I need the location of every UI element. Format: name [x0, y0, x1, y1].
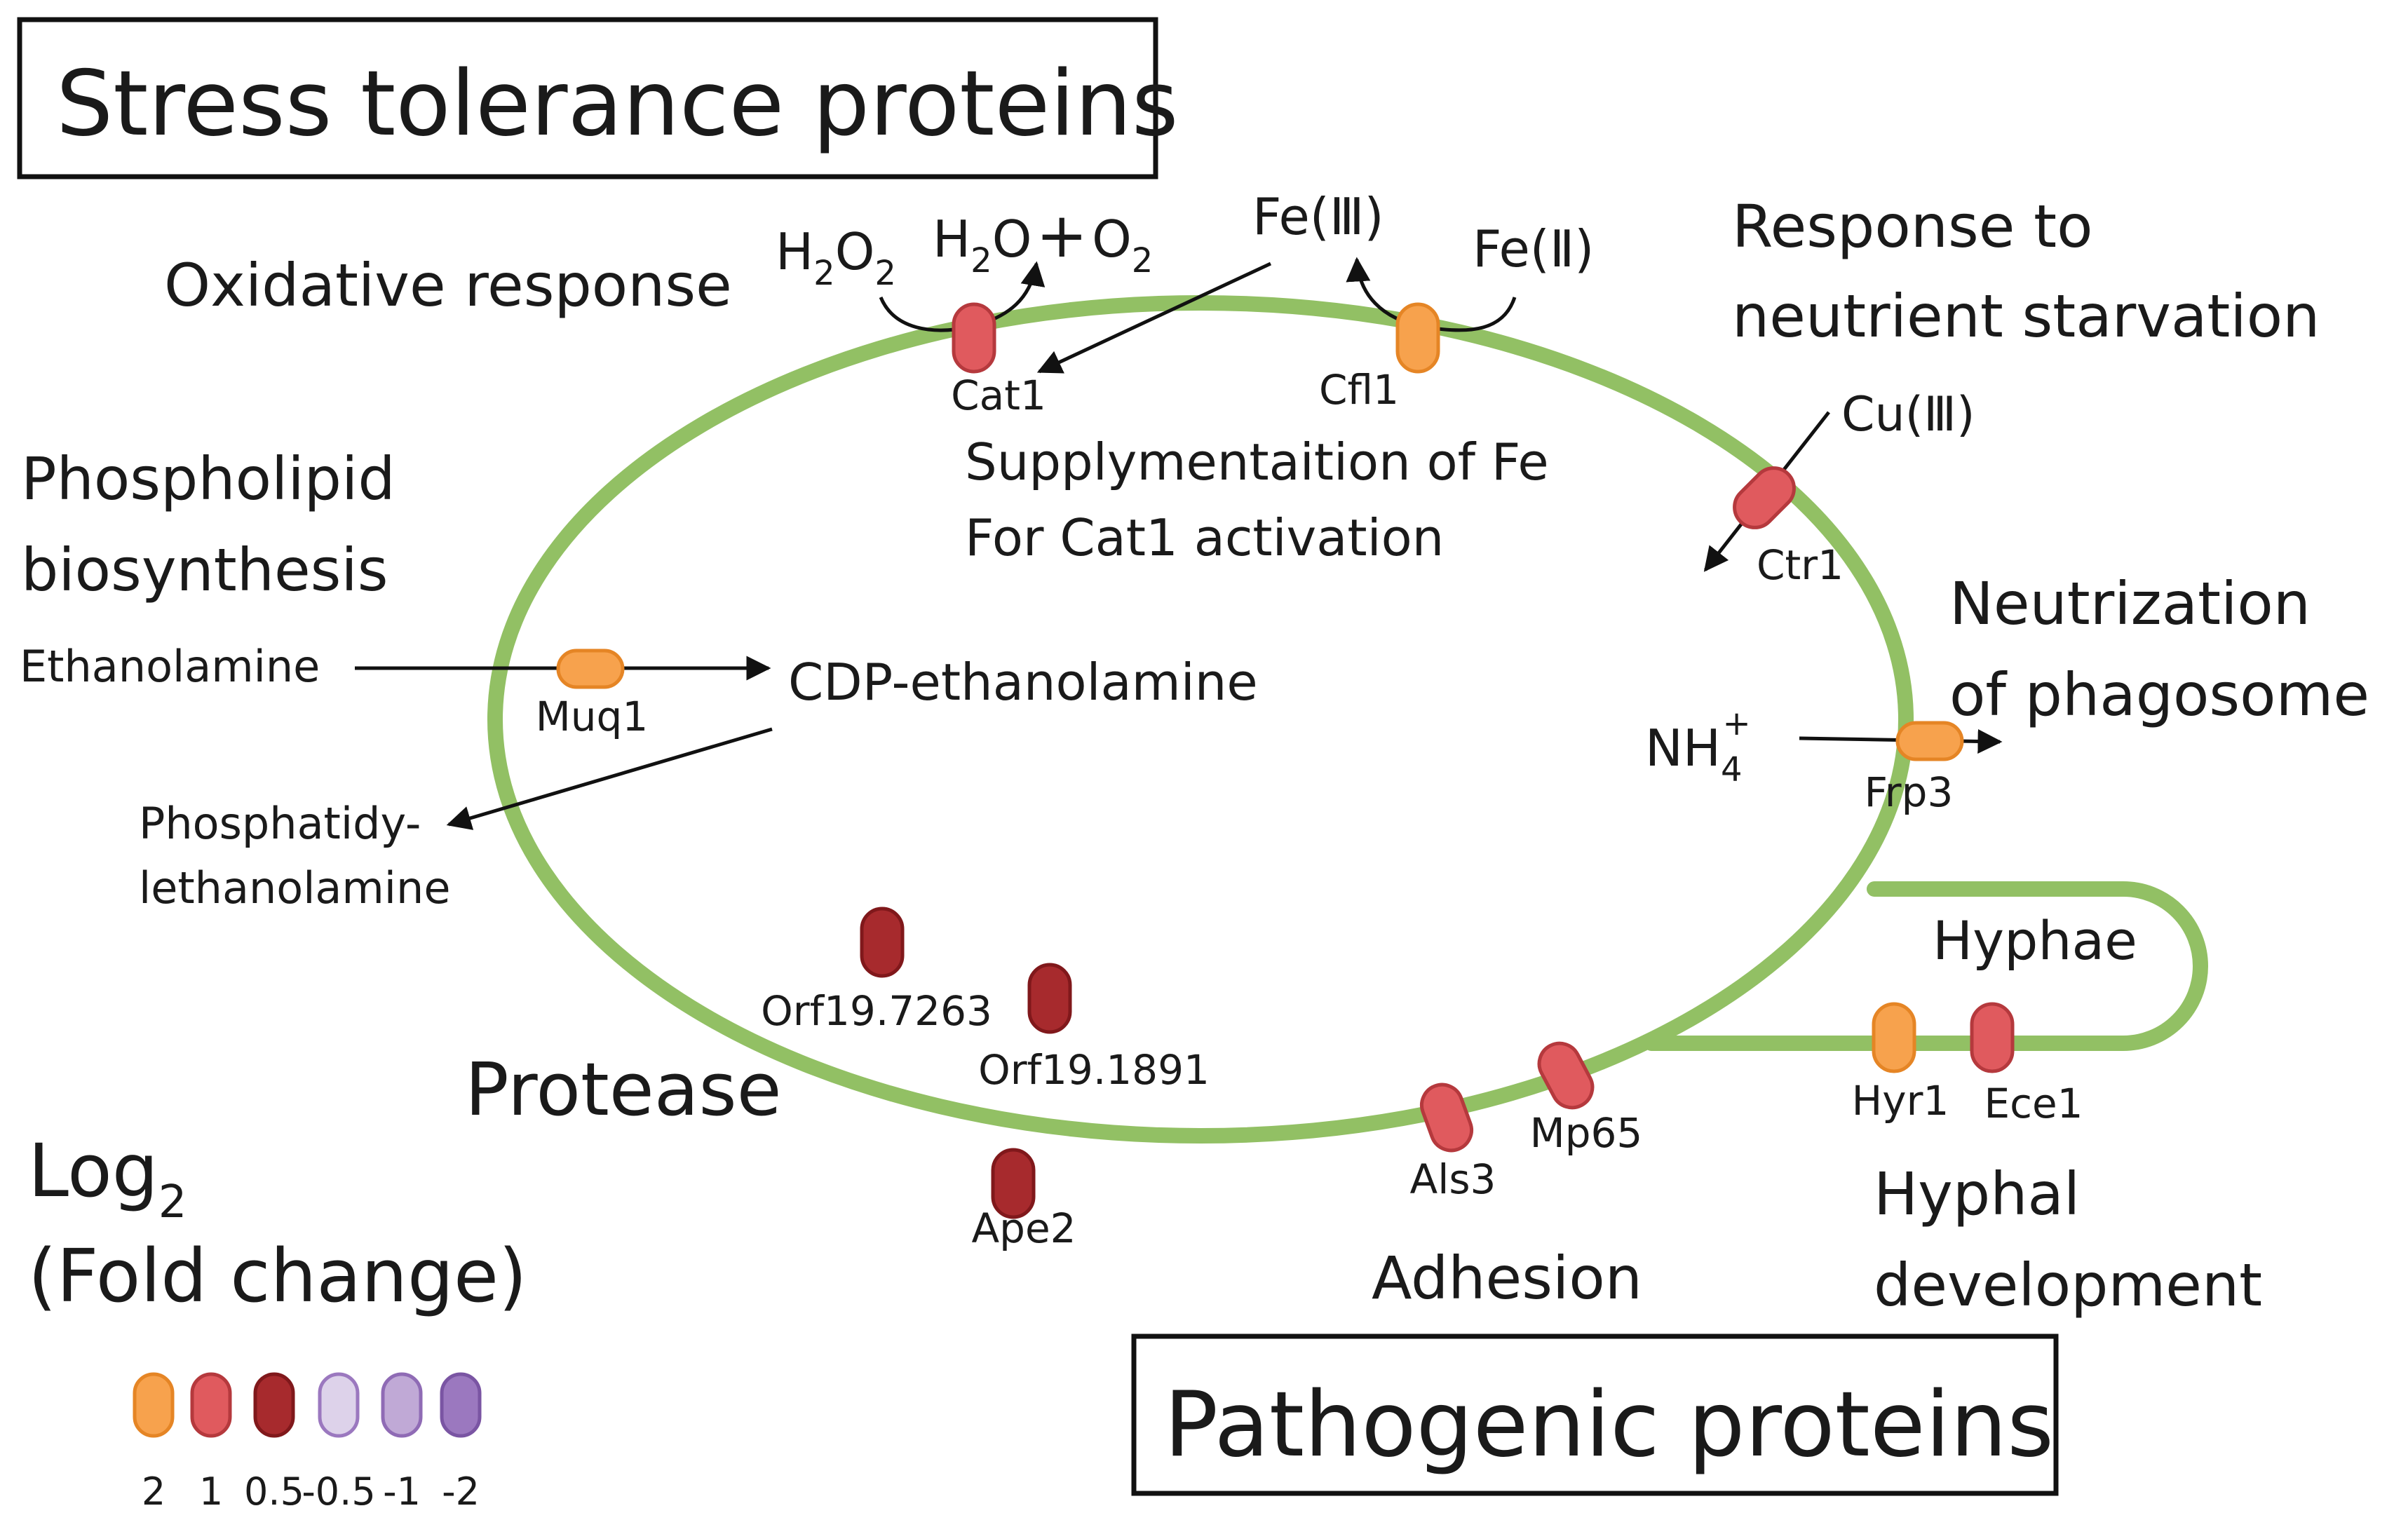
stress-title-box: Stress tolerance proteins [17, 17, 1179, 179]
chemicals: H2O2 H2O+O2 Fe(Ⅲ) Fe(Ⅱ) Cu(Ⅲ) NH4+ Ethan… [20, 187, 1975, 914]
protein-label: Frp3 [1865, 768, 1954, 816]
protein-label: Mp65 [1530, 1109, 1643, 1157]
legend-label: 0.5 [244, 1470, 304, 1514]
note-line-2: For Cat1 activation [965, 508, 1444, 567]
label-phospholipid-1: Phospholipid [21, 445, 395, 513]
protein-label: Ctr1 [1757, 541, 1844, 589]
label-starvation-2: neutrient starvation [1732, 282, 2320, 351]
protein-label: Als3 [1410, 1155, 1496, 1203]
legend-label: 2 [142, 1470, 165, 1514]
legend-swatch [318, 1372, 360, 1438]
legend-swatch [253, 1372, 295, 1438]
cell-membrane [487, 295, 2208, 1144]
protein-mp65: Mp65 [1530, 1041, 1643, 1157]
label-phospholipid-2: biosynthesis [21, 536, 388, 604]
chem-cu3: Cu(Ⅲ) [1841, 387, 1975, 442]
protein-als3: Als3 [1410, 1083, 1496, 1203]
legend-title-2: (Fold change) [28, 1233, 527, 1319]
stress-title: Stress tolerance proteins [56, 52, 1179, 156]
chem-fe2: Fe(Ⅱ) [1473, 219, 1594, 278]
protein-ece1: Ece1 [1970, 1002, 2083, 1127]
protein-label: Ece1 [1984, 1080, 2083, 1127]
label-protease: Protease [465, 1047, 782, 1132]
chem-nh4: NH4+ [1645, 704, 1751, 789]
label-neutrization-2: of phagosome [1949, 660, 2369, 729]
legend-swatch [133, 1372, 175, 1438]
pathogenic-title: Pathogenic proteins [1164, 1373, 2054, 1477]
chem-phosphatidy-1: Phosphatidy- [139, 798, 421, 849]
chem-phosphatidy-2: lethanolamine [139, 862, 450, 914]
protein-label: Hyr1 [1852, 1077, 1949, 1125]
protein-frp3: Frp3 [1865, 721, 1964, 816]
legend-swatch [440, 1372, 482, 1438]
fe-supply-note: Supplymentaition of Fe For Cat1 activati… [965, 433, 1549, 567]
protein-ctr1: Ctr1 [1733, 466, 1844, 589]
category-labels: Oxidative response Response to neutrient… [21, 192, 2369, 1319]
note-line-1: Supplymentaition of Fe [965, 433, 1549, 491]
protein-hyr1: Hyr1 [1852, 1002, 1949, 1125]
protein-ape2: Ape2 [971, 1148, 1076, 1252]
chem-h2o2: H2O2 [776, 222, 896, 293]
label-neutrization-1: Neutrization [1949, 569, 2311, 638]
legend-label: -2 [442, 1470, 480, 1514]
legend-label: -1 [383, 1470, 421, 1514]
protein-orf19-1891: Orf19.1891 [978, 963, 1210, 1094]
legend: Log2 (Fold change) 2 1 0.5 -0.5 -1 -2 [28, 1128, 527, 1514]
label-hyphae: Hyphae [1933, 909, 2137, 972]
legend-swatch [381, 1372, 423, 1438]
protein-cat1: Cat1 [951, 302, 1046, 419]
legend-label: 1 [199, 1470, 223, 1514]
chem-fe3: Fe(Ⅲ) [1252, 187, 1384, 246]
legend-label: -0.5 [302, 1470, 375, 1514]
protein-cfl1: Cfl1 [1319, 302, 1440, 414]
legend-swatches [133, 1372, 482, 1438]
chem-cdp-ethanolamine: CDP-ethanolamine [788, 653, 1258, 712]
label-adhesion: Adhesion [1372, 1244, 1642, 1312]
legend-swatch [190, 1372, 232, 1438]
protein-label: Cfl1 [1319, 366, 1399, 414]
protein-muq1: Muq1 [536, 649, 649, 740]
legend-title-1: Log2 [28, 1128, 187, 1228]
label-oxidative: Oxidative response [164, 251, 732, 320]
protein-label: Ape2 [971, 1205, 1076, 1252]
label-hyphal-2: development [1874, 1251, 2262, 1319]
legend-labels: 2 1 0.5 -0.5 -1 -2 [142, 1470, 480, 1514]
protein-label: Orf19.1891 [978, 1046, 1210, 1094]
chem-ethanolamine: Ethanolamine [20, 641, 320, 692]
chem-h2o-o2: H2O+O2 [933, 199, 1153, 280]
protein-label: Muq1 [536, 693, 649, 740]
protein-orf19-7263: Orf19.7263 [761, 907, 992, 1035]
label-hyphal-1: Hyphal [1874, 1160, 2080, 1228]
protein-label: Cat1 [951, 372, 1046, 419]
protein-label: Orf19.7263 [761, 987, 992, 1035]
label-starvation-1: Response to [1732, 192, 2092, 261]
pathogenic-title-box: Pathogenic proteins [1131, 1334, 2059, 1496]
